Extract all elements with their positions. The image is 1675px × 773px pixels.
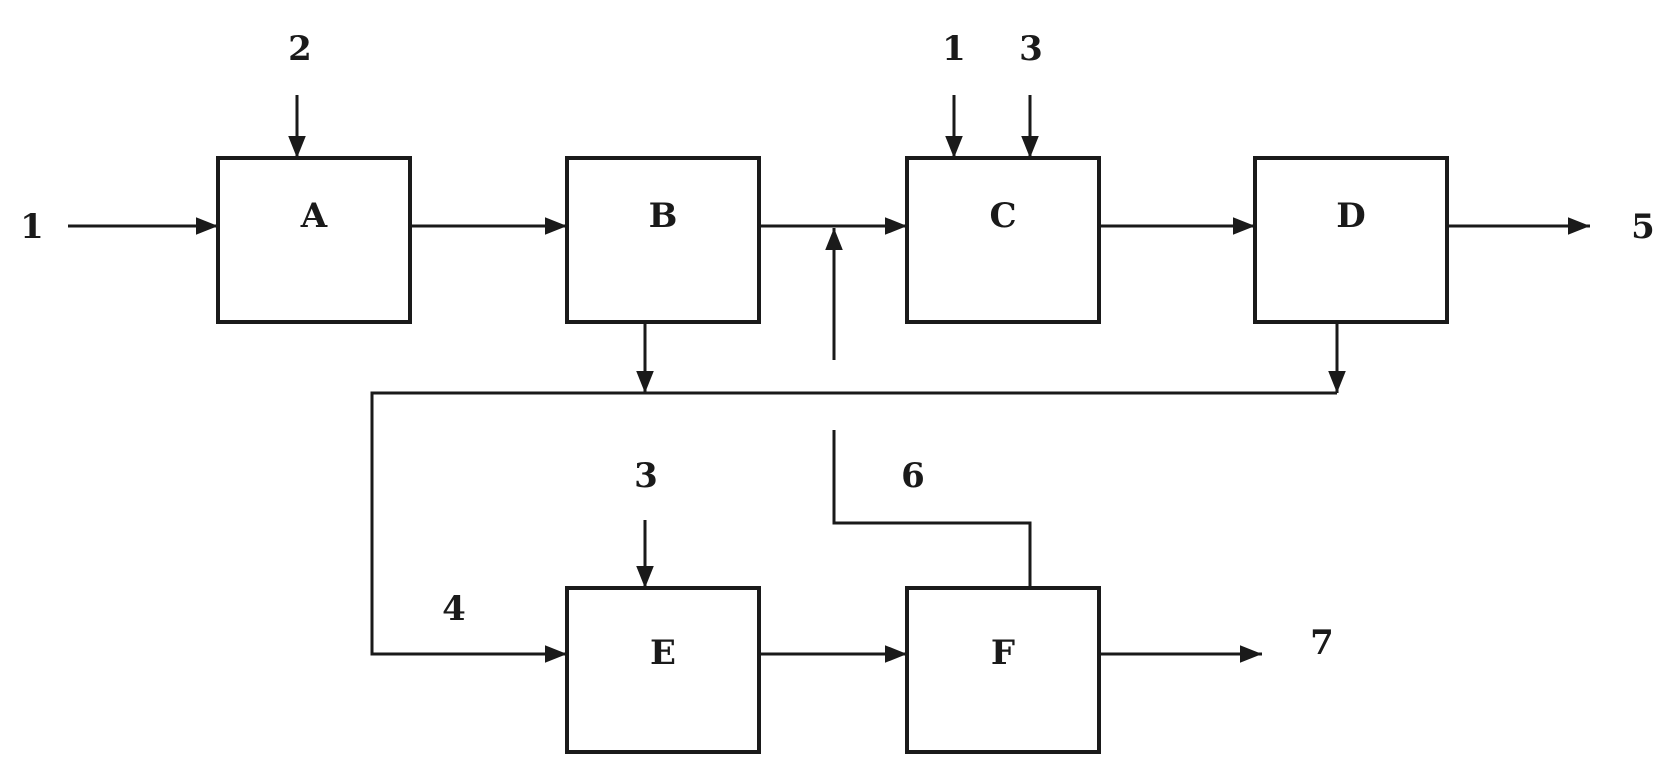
stream-label-top-a: 2 <box>288 29 312 69</box>
recycle-line-from-f <box>832 430 1032 588</box>
stream-label-feed-a: 1 <box>20 207 44 247</box>
block-d: D <box>1253 156 1449 324</box>
block-b-label: B <box>649 196 678 236</box>
block-c: C <box>905 156 1101 324</box>
stream-label-out-d: 5 <box>1631 207 1655 247</box>
block-a-label: A <box>300 196 328 236</box>
block-a: A <box>216 156 412 324</box>
block-e-label: E <box>650 633 676 673</box>
stream-label-into-e: 4 <box>442 589 466 629</box>
block-e: E <box>565 586 761 754</box>
stream-label-top-c-left: 1 <box>942 29 966 69</box>
stream-label-recycle: 6 <box>901 456 925 496</box>
block-f: F <box>905 586 1101 754</box>
stream-label-top-c-right: 3 <box>1019 29 1043 69</box>
block-d-label: D <box>1336 196 1365 236</box>
block-f-label: F <box>991 633 1015 673</box>
stream-label-out-f: 7 <box>1310 623 1334 663</box>
stream-label-top-e: 3 <box>634 456 658 496</box>
collector-line-to-e <box>370 391 1337 663</box>
block-b: B <box>565 156 761 324</box>
block-c-label: C <box>989 196 1016 236</box>
